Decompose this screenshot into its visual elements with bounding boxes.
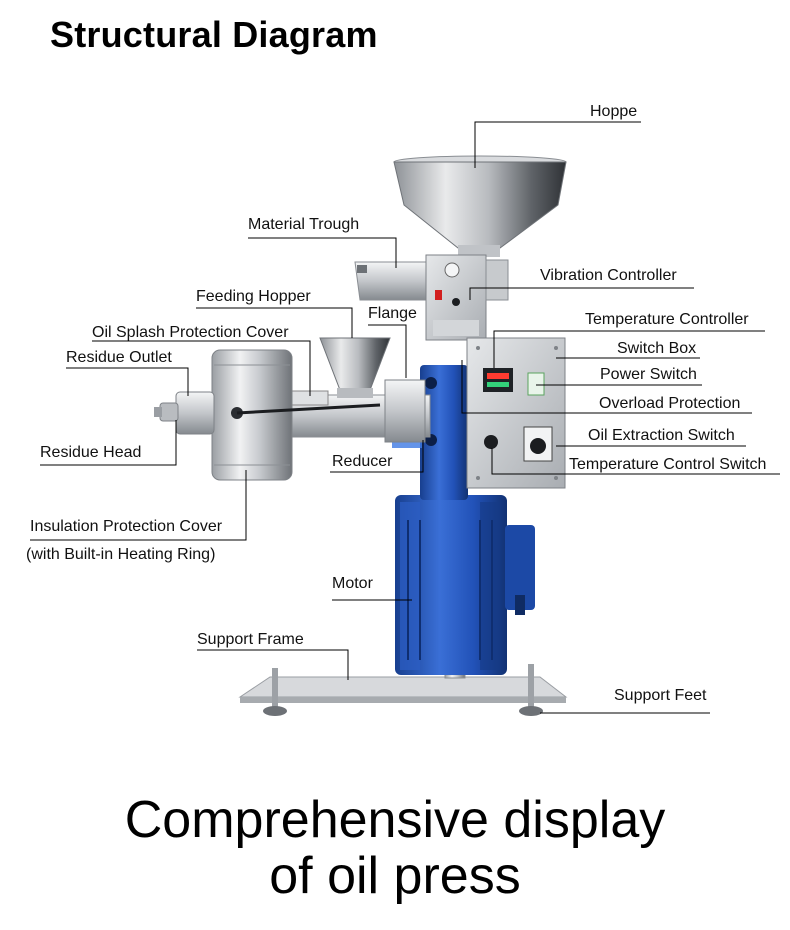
residue-head xyxy=(154,391,215,435)
vibration-controller-box xyxy=(425,254,509,341)
support-frame-base xyxy=(238,676,568,703)
material-trough xyxy=(354,261,431,301)
label-residue-outlet: Residue Outlet xyxy=(66,349,172,366)
label-switch-box: Switch Box xyxy=(617,340,697,357)
main-hopper xyxy=(393,155,567,257)
label-oil-splash-cover: Oil Splash Protection Cover xyxy=(92,324,289,341)
label-hopper: Hoppe xyxy=(590,103,638,120)
caption-line-1: Comprehensive display xyxy=(124,791,666,849)
label-temperature-control-switch: Temperature Control Switch xyxy=(569,456,767,473)
label-flange: Flange xyxy=(368,305,417,322)
leader-lines xyxy=(30,121,780,714)
label-overload-protection: Overload Protection xyxy=(599,395,741,412)
label-feeding-hopper: Feeding Hopper xyxy=(196,288,311,305)
press-barrel xyxy=(289,379,431,443)
label-insulation-cover-note: (with Built-in Heating Ring) xyxy=(26,546,216,563)
label-reducer: Reducer xyxy=(332,453,393,470)
label-power-switch: Power Switch xyxy=(600,366,697,383)
support-feet xyxy=(263,664,543,716)
label-support-frame: Support Frame xyxy=(197,631,304,648)
label-residue-head: Residue Head xyxy=(40,444,142,461)
label-support-feet: Support Feet xyxy=(614,687,707,704)
diagram-title: Structural Diagram xyxy=(50,14,378,55)
label-material-trough: Material Trough xyxy=(248,216,360,233)
label-insulation-cover: Insulation Protection Cover xyxy=(30,518,223,535)
motor-body xyxy=(395,495,535,675)
label-temperature-controller: Temperature Controller xyxy=(585,311,749,328)
label-motor: Motor xyxy=(332,575,373,592)
caption-line-2: of oil press xyxy=(269,847,521,905)
label-vibration-controller: Vibration Controller xyxy=(540,267,677,284)
insulation-cover xyxy=(211,349,381,481)
label-oil-extraction-switch: Oil Extraction Switch xyxy=(588,427,735,444)
feeding-hopper xyxy=(319,337,391,398)
